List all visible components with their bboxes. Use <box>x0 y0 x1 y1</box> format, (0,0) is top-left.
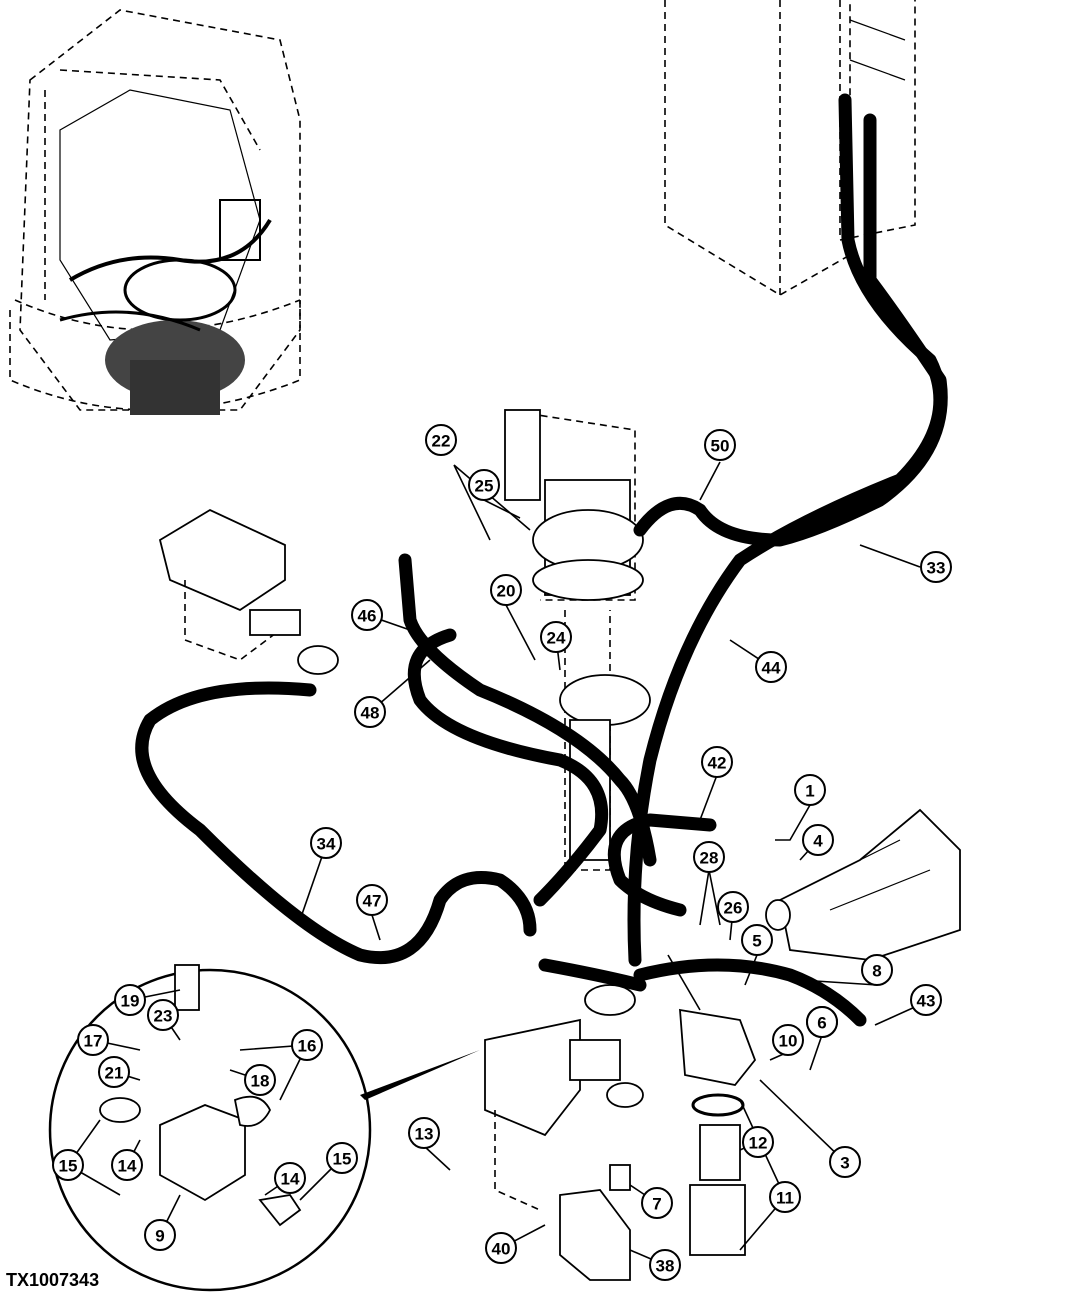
callout-number: 10 <box>779 1032 798 1051</box>
callout-47: 47 <box>356 884 388 916</box>
callout-number: 7 <box>652 1195 661 1214</box>
callout-23: 23 <box>147 999 179 1031</box>
callout-number: 47 <box>363 892 382 911</box>
boom-section <box>664 0 916 296</box>
callout-18: 18 <box>244 1064 276 1096</box>
filter-assembly <box>679 1008 757 1256</box>
callout-14: 14 <box>274 1162 306 1194</box>
callout-number: 25 <box>475 477 494 496</box>
callout-21: 21 <box>98 1056 130 1088</box>
callout-number: 28 <box>700 849 719 868</box>
callout-number: 48 <box>361 704 380 723</box>
callout-11: 11 <box>769 1181 801 1213</box>
callout-48: 48 <box>354 696 386 728</box>
callout-43: 43 <box>910 984 942 1016</box>
valve-detail-circle <box>48 964 480 1292</box>
callout-number: 4 <box>813 832 823 851</box>
callout-number: 9 <box>155 1227 164 1246</box>
callout-number: 22 <box>432 432 451 451</box>
callout-number: 21 <box>105 1064 124 1083</box>
callout-10: 10 <box>772 1024 804 1056</box>
callout-9: 9 <box>144 1219 176 1251</box>
callout-4: 4 <box>802 824 834 856</box>
pump <box>765 808 961 961</box>
callout-number: 34 <box>317 835 336 854</box>
callout-number: 14 <box>118 1157 137 1176</box>
callout-number: 13 <box>415 1125 434 1144</box>
callout-number: 26 <box>724 899 743 918</box>
callout-number: 11 <box>776 1189 794 1208</box>
callout-15: 15 <box>326 1142 358 1174</box>
callout-number: 1 <box>805 782 814 801</box>
callout-number: 16 <box>298 1037 317 1056</box>
callout-number: 44 <box>762 659 781 678</box>
callout-number: 33 <box>927 559 946 578</box>
callout-number: 50 <box>711 437 730 456</box>
callout-number: 38 <box>656 1257 675 1276</box>
callout-number: 15 <box>59 1157 78 1176</box>
callout-15: 15 <box>52 1149 84 1181</box>
callout-24: 24 <box>540 621 572 653</box>
bracket <box>559 1164 631 1281</box>
callout-number: 20 <box>497 582 516 601</box>
callout-7: 7 <box>641 1187 673 1219</box>
figure-id: TX1007343 <box>6 1270 100 1290</box>
swing-motor <box>504 409 651 871</box>
callout-8: 8 <box>861 954 893 986</box>
callout-number: 19 <box>121 992 140 1011</box>
callout-26: 26 <box>717 891 749 923</box>
callout-number: 8 <box>872 962 881 981</box>
callout-17: 17 <box>77 1024 109 1056</box>
callout-33: 33 <box>920 551 952 583</box>
callout-number: 46 <box>358 607 377 626</box>
callout-number: 12 <box>749 1134 768 1153</box>
callout-44: 44 <box>755 651 787 683</box>
callout-22: 22 <box>425 424 457 456</box>
callout-38: 38 <box>649 1249 681 1281</box>
callout-14: 14 <box>111 1149 143 1181</box>
callout-5: 5 <box>741 924 773 956</box>
callout-25: 25 <box>468 469 500 501</box>
callout-number: 23 <box>154 1007 173 1026</box>
callout-12: 12 <box>742 1126 774 1158</box>
callout-6: 6 <box>806 1006 838 1038</box>
callout-number: 42 <box>708 754 727 773</box>
callout-19: 19 <box>114 984 146 1016</box>
callout-number: 24 <box>547 629 566 648</box>
callout-number: 15 <box>333 1150 352 1169</box>
callout-number: 6 <box>817 1014 826 1033</box>
callout-number: 3 <box>840 1154 849 1173</box>
machine-overview-inset <box>9 9 301 415</box>
control-valve-block <box>484 984 644 1211</box>
callout-number: 14 <box>281 1170 300 1189</box>
callout-50: 50 <box>704 429 736 461</box>
callout-34: 34 <box>310 827 342 859</box>
pilot-valve <box>158 508 339 675</box>
callout-13: 13 <box>408 1117 440 1149</box>
callout-46: 46 <box>351 599 383 631</box>
callout-40: 40 <box>485 1232 517 1264</box>
callout-28: 28 <box>693 841 725 873</box>
callout-number: 5 <box>752 932 761 951</box>
callout-number: 18 <box>251 1072 270 1091</box>
callout-20: 20 <box>490 574 522 606</box>
callout-number: 40 <box>492 1240 511 1259</box>
callout-number: 17 <box>84 1032 103 1051</box>
callout-1: 1 <box>794 774 826 806</box>
callout-42: 42 <box>701 746 733 778</box>
callout-16: 16 <box>291 1029 323 1061</box>
callout-number: 43 <box>917 992 936 1011</box>
callout-labels: 1234567891011121314141515161718192021222… <box>52 424 952 1281</box>
hoses <box>135 93 948 1027</box>
callout-3: 3 <box>829 1146 861 1178</box>
